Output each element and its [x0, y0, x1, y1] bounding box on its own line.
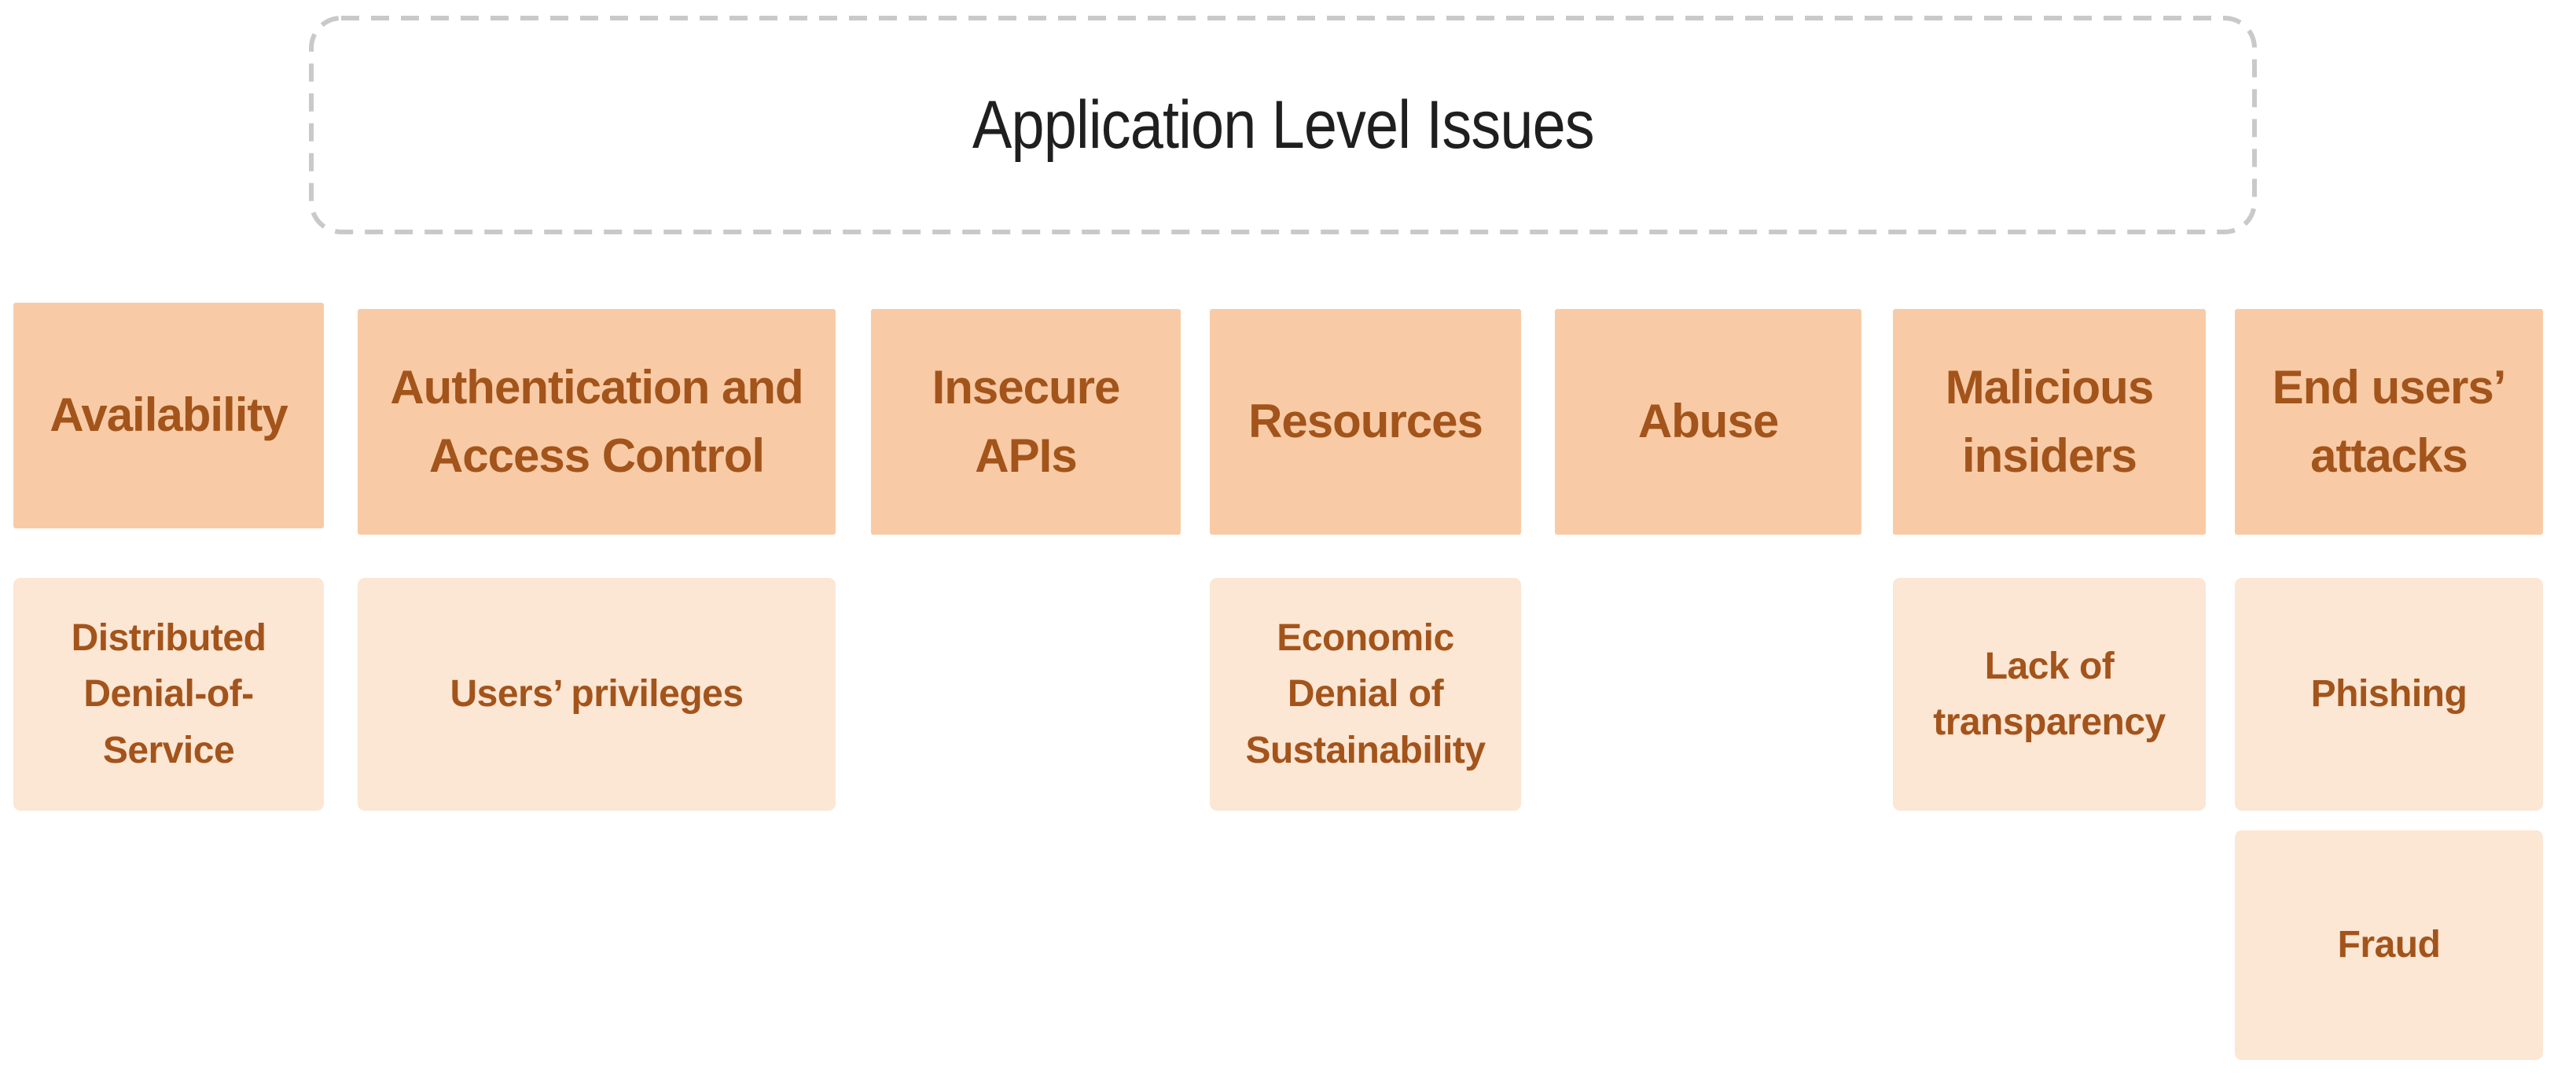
diagram-title: Application Level Issues [972, 86, 1595, 163]
issue-label: Economic Denial of Sustainability [1245, 617, 1486, 771]
issue-economic-denial-of-sustainability: Economic Denial of Sustainability [1210, 578, 1521, 811]
issue-label: Phishing [2310, 673, 2468, 716]
issue-users-privileges: Users’ privileges [358, 578, 836, 811]
issue-label: Fraud [2337, 924, 2441, 966]
category-label: Authentication and Access Control [390, 361, 803, 482]
issue-label: Lack of transparency [1933, 645, 2166, 743]
dashed-border [309, 16, 2257, 234]
category-label: Abuse [1637, 395, 1779, 448]
category-abuse: Abuse [1555, 309, 1861, 535]
category-label: End users’ attacks [2272, 361, 2507, 482]
category-end-users-attacks: End users’ attacks [2235, 309, 2543, 535]
title-wrap: Application Level Issues [309, 16, 2257, 234]
category-label: Malicious insiders [1945, 361, 2154, 482]
category-label: Insecure APIs [932, 361, 1121, 482]
issue-distributed-denial-of-service: Distributed Denial-of-Service [13, 578, 324, 811]
category-authentication-access-control: Authentication and Access Control [358, 309, 836, 535]
category-resources: Resources [1210, 309, 1521, 535]
category-label: Availability [50, 388, 288, 442]
issue-phishing: Phishing [2235, 578, 2543, 811]
issue-label: Users’ privileges [450, 673, 744, 716]
category-availability: Availability [13, 303, 324, 528]
issue-fraud: Fraud [2235, 830, 2543, 1060]
issue-label: Distributed Denial-of-Service [71, 617, 266, 771]
application-level-issues-frame: Application Level Issues [309, 16, 2257, 234]
category-label: Resources [1248, 395, 1483, 448]
issue-lack-of-transparency: Lack of transparency [1893, 578, 2206, 811]
category-malicious-insiders: Malicious insiders [1893, 309, 2206, 535]
category-insecure-apis: Insecure APIs [871, 309, 1181, 535]
